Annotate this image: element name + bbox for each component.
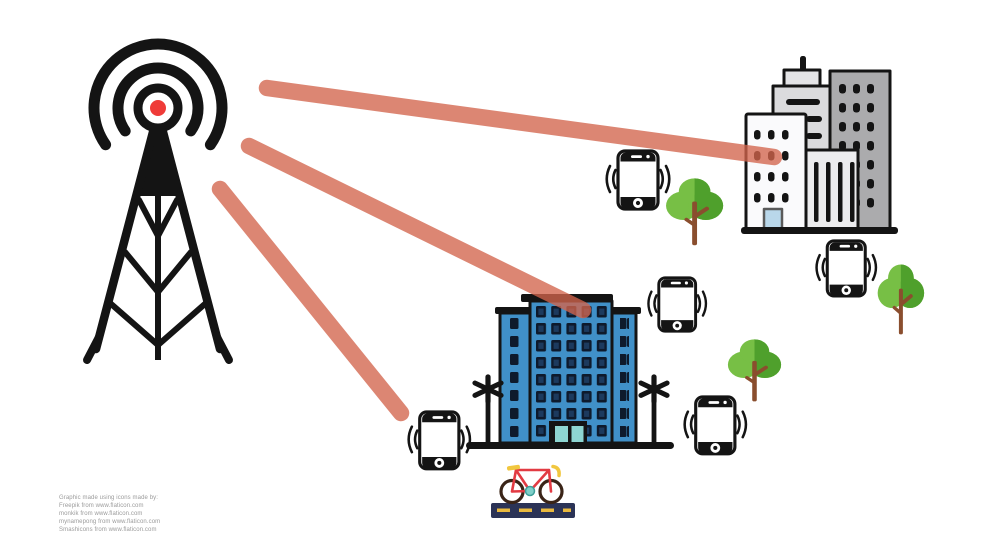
apartment-building-icon: [466, 294, 674, 449]
tower-beacon-dot: [150, 100, 166, 116]
smartphone-icon: [683, 395, 748, 456]
attribution-line: mynamepong from www.flaticon.com: [59, 518, 161, 525]
attribution-line: Smashicons from www.flaticon.com: [59, 526, 157, 533]
signal-beam: [211, 180, 410, 422]
smartphone-icon: [407, 410, 472, 471]
smartphone-icon: [815, 239, 878, 298]
tree-icon: [728, 339, 781, 401]
palm-tree-icon: [641, 377, 667, 444]
smartphone-icon: [605, 149, 671, 211]
road-segment-icon: [491, 503, 575, 518]
smartphone-icon: [646, 276, 708, 333]
ground-line: [466, 442, 674, 449]
signal-beam: [258, 79, 783, 166]
signal-beams: [211, 79, 783, 422]
attribution-line: monkik from www.flaticon.com: [59, 510, 143, 517]
palm-tree-icon: [475, 377, 501, 444]
tree-icon: [878, 264, 924, 334]
office-building-complex-icon: [741, 56, 898, 234]
attribution-line: Graphic made using icons made by:: [59, 495, 159, 501]
bicycle-icon: [499, 464, 564, 505]
ground-line: [741, 227, 898, 234]
door: [762, 207, 784, 232]
radio-tower-icon: [83, 38, 233, 364]
signal-beam: [240, 137, 592, 319]
attribution-text: Graphic made using icons made by: Freepi…: [59, 495, 160, 535]
tree-icon: [666, 178, 723, 245]
attribution-line: Freepik from www.flaticon.com: [59, 502, 144, 509]
